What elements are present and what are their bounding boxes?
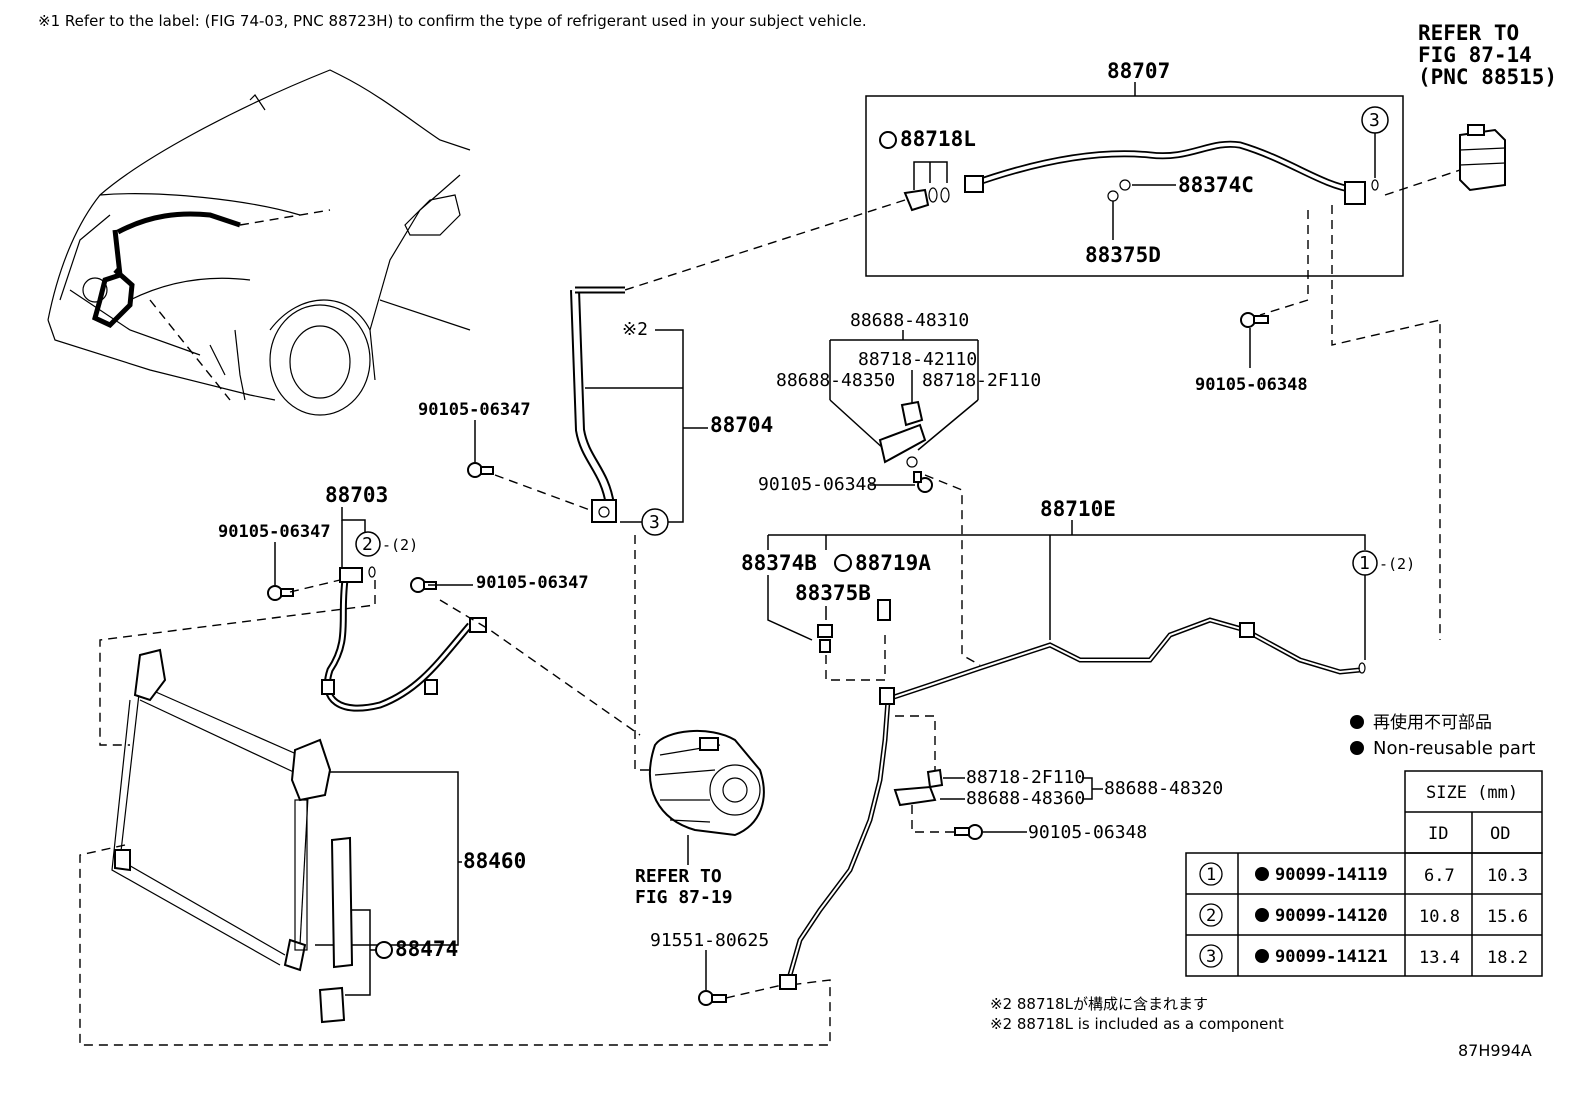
size-row-1-id: 6.7 <box>1424 866 1455 886</box>
size-row-1-od: 10.3 <box>1487 866 1528 886</box>
label-88718-2F110-b: 88718-2F110 <box>966 767 1085 788</box>
ref-8719-line2: FIG 87-19 <box>635 887 733 908</box>
icon-non-reusable-legend-jp <box>1350 715 1364 729</box>
icon-non-reusable-row-3 <box>1255 949 1269 963</box>
bolt-90105-06347-b <box>267 585 294 601</box>
label-88688-48360: 88688-48360 <box>966 788 1085 809</box>
bolt-90105-06347-a <box>467 462 494 478</box>
size-row-3-id: 13.4 <box>1419 948 1460 968</box>
ref-8719-line1: REFER TO <box>635 866 722 887</box>
ref-88515-line3: (PNC 88515) <box>1418 65 1557 89</box>
label-88460: 88460 <box>463 849 526 873</box>
box-88707 <box>865 95 1404 277</box>
expansion-valve-88515 <box>1459 124 1506 192</box>
size-table-col-od: OD <box>1490 824 1510 844</box>
label-90105-06347-c: 90105-06347 <box>476 573 589 593</box>
label-star2: ※2 <box>622 319 648 340</box>
size-table-col-id: ID <box>1428 824 1448 844</box>
size-row-1-num: 1 <box>1206 865 1216 885</box>
label-88710E: 88710E <box>1040 497 1116 521</box>
label-90105-06348-a: 90105-06348 <box>1195 375 1308 395</box>
label-90105-06348-b: 90105-06348 <box>758 474 877 495</box>
label-88688-48350: 88688-48350 <box>776 370 895 391</box>
icon-non-reusable-row-1 <box>1255 867 1269 881</box>
size-row-3-od: 18.2 <box>1487 948 1528 968</box>
pipe-88710E <box>779 599 1366 990</box>
bracket-88688-48320 <box>893 768 944 807</box>
condenser-88460 <box>111 648 332 972</box>
label-88718L: 88718L <box>900 127 976 151</box>
bracket-88688-48310 <box>878 400 927 468</box>
icon-non-reusable-88719A <box>834 554 852 572</box>
label-88688-48310: 88688-48310 <box>850 310 969 331</box>
component-note-jp: ※2 88718Lが構成に含まれます <box>990 995 1208 1013</box>
label-88718-2F110-a: 88718-2F110 <box>922 370 1041 391</box>
label-90105-06347-a: 90105-06347 <box>418 400 531 420</box>
bolt-91551-80625 <box>698 990 727 1006</box>
size-row-2-od: 15.6 <box>1487 907 1528 927</box>
label-90105-06348-c: 90105-06348 <box>1028 822 1147 843</box>
icon-non-reusable-88474 <box>375 941 393 959</box>
label-90105-06347-b: 90105-06347 <box>218 522 331 542</box>
ref-88515-line1: REFER TO <box>1418 21 1519 45</box>
size-row-1-part: 90099-14119 <box>1275 865 1388 885</box>
callout-3-top-text: 3 <box>1369 110 1380 131</box>
size-row-2-callout <box>1199 903 1223 927</box>
label-88474: 88474 <box>395 937 458 961</box>
refrigerant-note: ※1 Refer to the label: (FIG 74-03, PNC 8… <box>38 12 867 30</box>
compressor <box>649 729 765 837</box>
pipe-88704 <box>570 286 625 523</box>
pipe-88703 <box>321 566 487 712</box>
size-row-2-part: 90099-14120 <box>1275 906 1388 926</box>
icon-non-reusable-legend-en <box>1350 741 1364 755</box>
label-88704: 88704 <box>710 413 773 437</box>
callout-2-88703 <box>355 531 381 557</box>
label-91551-80625: 91551-80625 <box>650 930 769 951</box>
legend-en: Non-reusable part <box>1373 738 1535 759</box>
hose-88707 <box>903 140 1379 212</box>
size-row-3-callout <box>1199 944 1223 968</box>
size-row-3-part: 90099-14121 <box>1275 947 1388 967</box>
size-row-3-num: 3 <box>1206 947 1216 967</box>
size-row-1-callout <box>1199 862 1223 886</box>
label-88375B: 88375B <box>795 581 871 605</box>
label-88703: 88703 <box>325 483 388 507</box>
label-88374B: 88374B <box>741 551 817 575</box>
bolt-90105-06348-b <box>913 471 933 493</box>
vehicle-illustration <box>47 69 471 416</box>
callout-3-mid-text: 3 <box>649 512 660 533</box>
legend-jp: 再使用不可部品 <box>1373 712 1492 733</box>
diagram-id: 87H994A <box>1458 1041 1532 1060</box>
component-note-en: ※2 88718L is included as a component <box>990 1015 1284 1033</box>
icon-non-reusable-88718L <box>879 131 897 149</box>
size-table <box>1185 770 1543 977</box>
size-row-2-num: 2 <box>1206 906 1216 926</box>
icon-non-reusable-row-2 <box>1255 908 1269 922</box>
qty-2-88710E: -(2) <box>1379 555 1415 573</box>
callout-1-88710E-text: 1 <box>1359 553 1370 574</box>
callout-2-88703-text: 2 <box>362 534 373 555</box>
bolt-90105-06348-a <box>1240 312 1269 328</box>
qty-2-88703: -(2) <box>382 536 418 554</box>
label-88718-42110: 88718-42110 <box>858 349 977 370</box>
size-row-2-id: 10.8 <box>1419 907 1460 927</box>
label-88374C: 88374C <box>1178 173 1254 197</box>
desiccant-88474 <box>318 836 354 1024</box>
ref-88515-line2: FIG 87-14 <box>1418 43 1532 67</box>
label-88375D: 88375D <box>1085 243 1161 267</box>
bolt-90105-06348-c <box>954 824 983 840</box>
label-88707: 88707 <box>1107 59 1170 83</box>
size-table-header: SIZE (mm) <box>1426 783 1518 803</box>
label-88688-48320: 88688-48320 <box>1104 778 1223 799</box>
label-88719A: 88719A <box>855 551 931 575</box>
